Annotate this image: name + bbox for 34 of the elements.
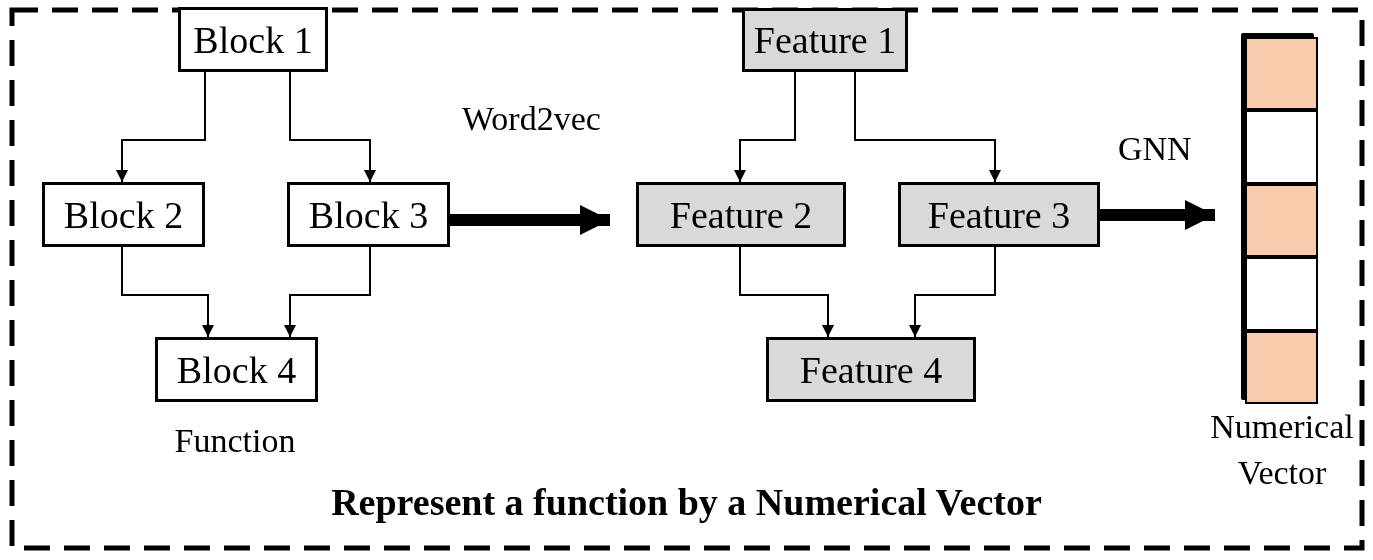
vector-cell: [1245, 183, 1318, 258]
feature-box: [636, 182, 846, 247]
arrow: [116, 71, 206, 183]
block-box: [155, 337, 318, 402]
node-label: Feature 1: [753, 18, 897, 62]
arrow: [734, 71, 796, 183]
node-label: Block 1: [193, 17, 313, 62]
feature-box: [742, 8, 908, 72]
thick-arrow: [1100, 200, 1215, 230]
node-label: Block 3: [308, 192, 429, 237]
feature-box: [766, 337, 976, 402]
node-label: Feature 4: [799, 347, 943, 392]
node-label: Block 4: [176, 347, 297, 392]
caption-text: Function: [173, 421, 297, 461]
arrow: [289, 71, 376, 183]
arrow: [284, 246, 371, 338]
thick-arrow: [450, 205, 610, 235]
block-box: [178, 7, 328, 72]
caption: Represent a function by a Numerical Vector: [330, 480, 1043, 524]
block-box: [42, 182, 205, 247]
arrow: [854, 71, 1001, 183]
arrow: [909, 246, 996, 338]
vector-cell: [1245, 330, 1318, 404]
node-label: Feature 3: [927, 192, 1071, 237]
block-box: [287, 182, 450, 247]
arrow: [739, 246, 834, 338]
caption-text: Numerical Vector: [1209, 407, 1355, 493]
vector-cell: [1245, 110, 1318, 184]
arrow: [121, 246, 214, 338]
vector-cell: [1245, 257, 1318, 331]
node-label: Block 2: [63, 192, 184, 237]
vector-cell: [1245, 37, 1318, 111]
node-label: Feature 2: [669, 192, 813, 237]
feature-box: [898, 182, 1100, 247]
